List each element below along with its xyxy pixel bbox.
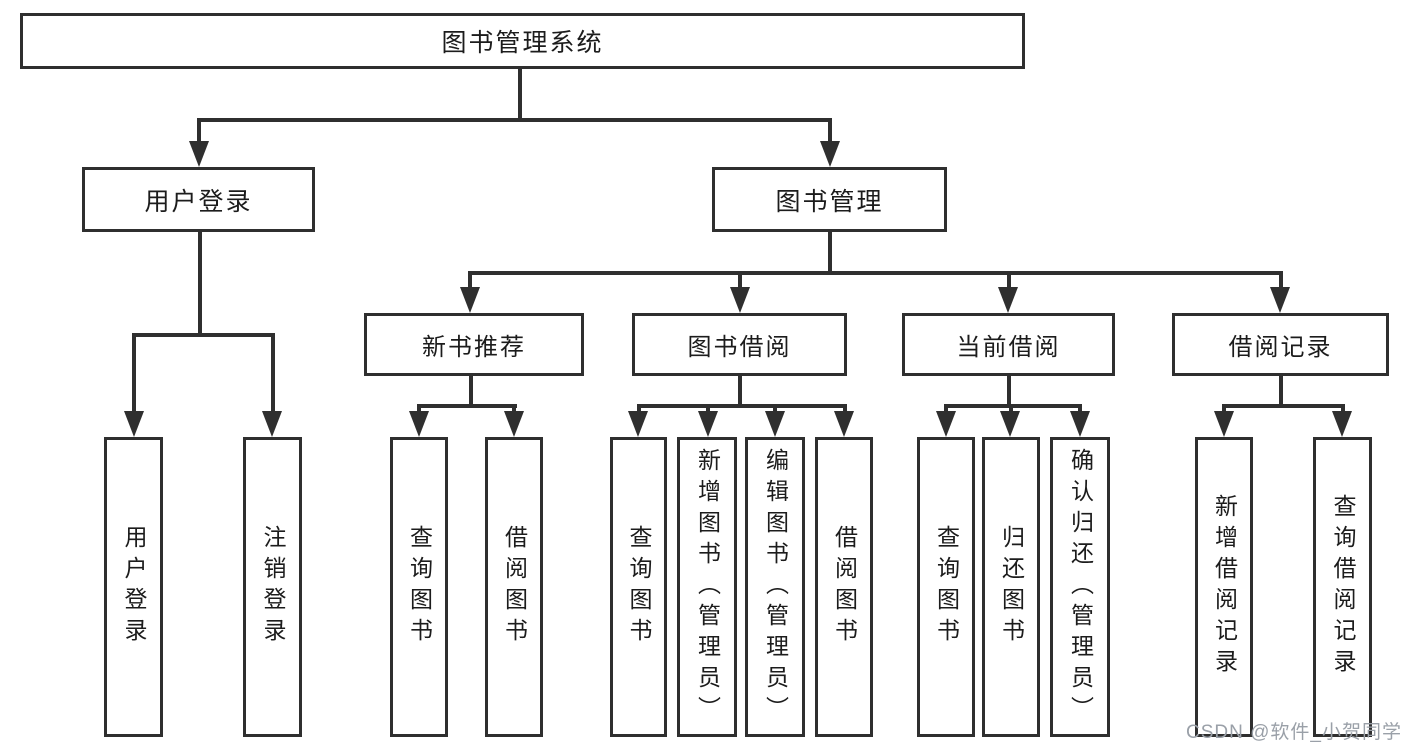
leaf-add-books-admin: 新增图书（管理员） — [677, 437, 737, 737]
connector-to-book-mgmt — [828, 118, 832, 146]
leaf-query-books-borrow: 查询图书 — [610, 437, 667, 737]
node-user-login: 用户登录 — [82, 167, 315, 232]
connector-current-borrow-drop — [1007, 376, 1011, 408]
connector-to-leaf-user-login — [132, 333, 136, 415]
connector-level2-bar — [197, 118, 832, 122]
connector-to-current-borrow — [1007, 271, 1011, 291]
connector-new-books-drop — [469, 376, 473, 408]
connector-stub — [706, 404, 710, 415]
connector-stub — [417, 404, 421, 415]
connector-stub — [843, 404, 847, 415]
node-current-borrow: 当前借阅 — [902, 313, 1115, 376]
leaf-borrow-books-recommend: 借阅图书 — [485, 437, 543, 737]
leaf-logout: 注销登录 — [243, 437, 302, 737]
arrowhead-book-borrow — [730, 287, 750, 313]
node-book-borrow: 图书借阅 — [632, 313, 847, 376]
connector-to-leaf-logout — [271, 333, 275, 415]
connector-to-borrow-records — [1279, 271, 1283, 291]
arrowhead-leaf-query-borrow-record — [1332, 411, 1352, 437]
arrowhead-leaf-logout — [262, 411, 282, 437]
arrowhead-leaf-confirm-return — [1070, 411, 1090, 437]
connector-stub — [1341, 404, 1345, 415]
connector-book-borrow-bar — [637, 404, 847, 408]
connector-stub — [1009, 404, 1013, 415]
connector-user-login-bar — [132, 333, 274, 337]
arrowhead-user-login — [189, 141, 209, 167]
connector-borrow-records-drop — [1279, 376, 1283, 408]
leaf-add-borrow-record: 新增借阅记录 — [1195, 437, 1253, 737]
arrowhead-leaf-query-books-recommend — [409, 411, 429, 437]
arrowhead-leaf-add-borrow-record — [1214, 411, 1234, 437]
leaf-user-login: 用户登录 — [104, 437, 163, 737]
leaf-confirm-return-admin: 确认归还（管理员） — [1050, 437, 1110, 737]
connector-user-login-drop — [198, 232, 202, 336]
arrowhead-leaf-borrow-books — [834, 411, 854, 437]
connector-to-book-borrow — [738, 271, 742, 291]
arrowhead-leaf-user-login — [124, 411, 144, 437]
arrowhead-current-borrow — [998, 287, 1018, 313]
node-root-library-system: 图书管理系统 — [20, 13, 1025, 69]
connector-current-borrow-bar — [944, 404, 1082, 408]
connector-stub — [637, 404, 641, 415]
arrowhead-leaf-query-books-borrow — [628, 411, 648, 437]
connector-book-mgmt-drop — [828, 232, 832, 274]
arrowhead-leaf-borrow-books-recommend — [504, 411, 524, 437]
node-book-management: 图书管理 — [712, 167, 947, 232]
arrowhead-new-books — [460, 287, 480, 313]
node-borrow-records: 借阅记录 — [1172, 313, 1389, 376]
arrowhead-book-mgmt — [820, 141, 840, 167]
connector-new-books-bar — [417, 404, 517, 408]
arrowhead-leaf-return-books — [1000, 411, 1020, 437]
arrowhead-leaf-add-books — [698, 411, 718, 437]
connector-stub — [512, 404, 516, 415]
arrowhead-leaf-query-books-current — [936, 411, 956, 437]
connector-book-borrow-drop — [738, 376, 742, 408]
connector-stub — [1222, 404, 1226, 415]
leaf-edit-books-admin: 编辑图书（管理员） — [745, 437, 805, 737]
connector-to-user-login — [197, 118, 201, 146]
connector-level3-bar — [468, 271, 1283, 275]
connector-root-drop — [518, 69, 522, 122]
watermark: CSDN @软件_小贺同学 — [1186, 722, 1402, 743]
node-new-book-recommend: 新书推荐 — [364, 313, 584, 376]
connector-stub — [1078, 404, 1082, 415]
leaf-query-borrow-record: 查询借阅记录 — [1313, 437, 1372, 737]
connector-stub — [773, 404, 777, 415]
leaf-return-books: 归还图书 — [982, 437, 1040, 737]
connector-borrow-records-bar — [1222, 404, 1345, 408]
arrowhead-borrow-records — [1270, 287, 1290, 313]
connector-to-new-books — [468, 271, 472, 291]
leaf-query-books-current: 查询图书 — [917, 437, 975, 737]
arrowhead-leaf-edit-books — [765, 411, 785, 437]
leaf-query-books-recommend: 查询图书 — [390, 437, 448, 737]
connector-stub — [944, 404, 948, 415]
leaf-borrow-books: 借阅图书 — [815, 437, 873, 737]
